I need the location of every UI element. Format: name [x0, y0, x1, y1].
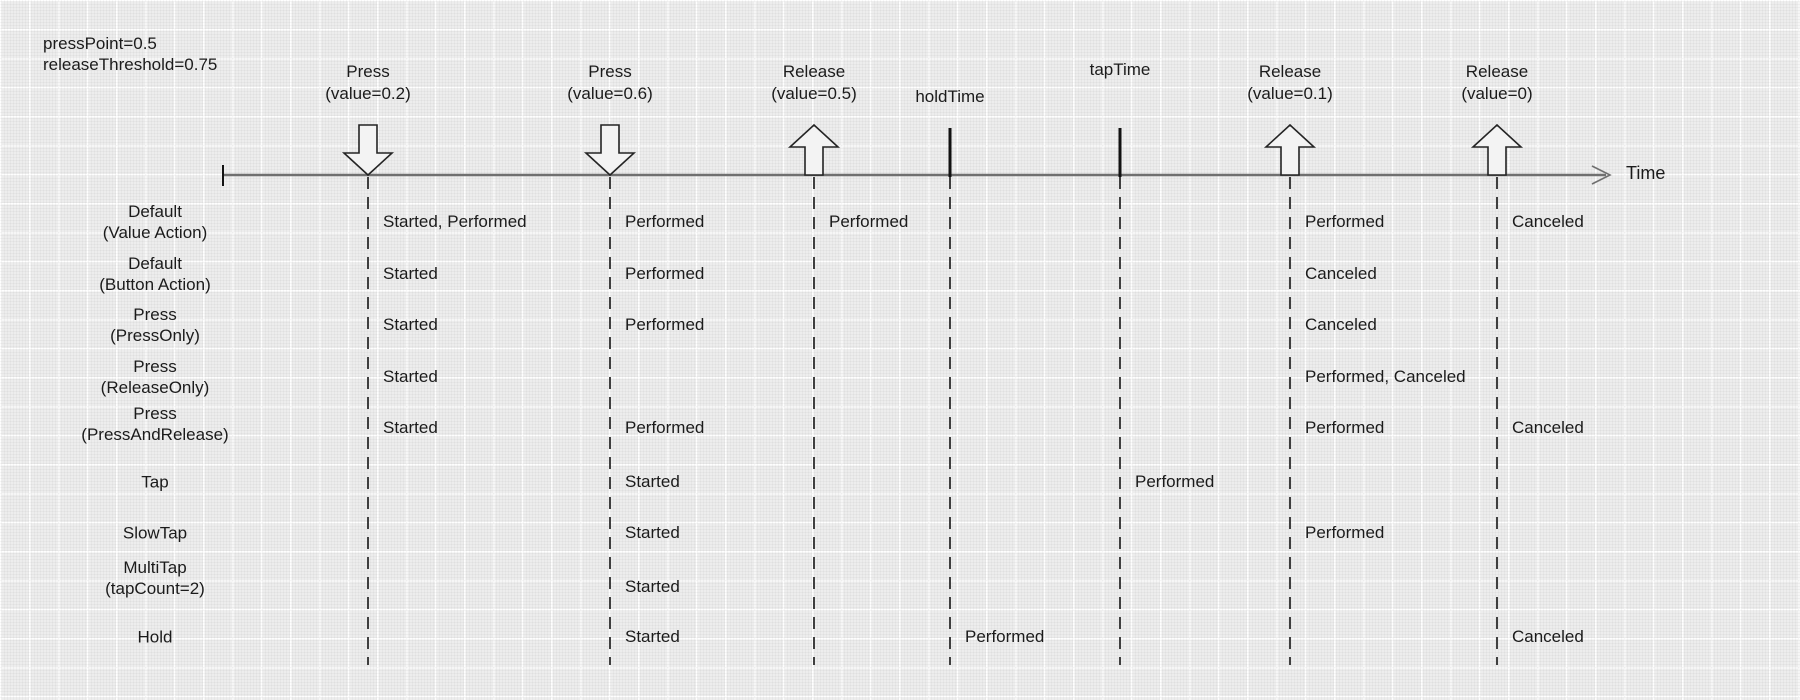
- phase-cell-hold-holdTime: Performed: [965, 627, 1045, 646]
- event-label-line: (value=0): [1461, 84, 1533, 103]
- row-label-default-button-action: Default (Button Action): [20, 253, 290, 295]
- release-up-arrow-icon: [787, 123, 841, 176]
- phase-cell-tap-press-value-0.6: Started: [625, 472, 680, 491]
- event-label-holdTime: holdTime: [915, 86, 984, 108]
- event-label-line: (value=0.6): [567, 84, 653, 103]
- event-label-line: tapTime: [1089, 60, 1151, 79]
- release-up-arrow-icon: [1263, 123, 1317, 176]
- row-label-press-pressonly: Press (PressOnly): [20, 304, 290, 346]
- row-label-default-value-action: Default (Value Action): [20, 201, 290, 243]
- event-label-line: Press: [346, 62, 390, 81]
- row-label-line: Tap: [141, 472, 169, 492]
- phase-cell-press-pressandrelease-release-value-0.1: Performed: [1305, 418, 1385, 437]
- press-down-arrow-icon: [583, 124, 637, 177]
- row-label-line: Default: [128, 202, 182, 221]
- param-press-point: pressPoint=0.5: [43, 34, 157, 53]
- event-label-release-value-0.5: Release (value=0.5): [771, 61, 857, 105]
- row-label-line: Press: [133, 305, 177, 324]
- row-label-press-releaseonly: Press (ReleaseOnly): [20, 356, 290, 398]
- row-label-tap: Tap: [20, 472, 290, 493]
- row-label-multitap: MultiTap (tapCount=2): [20, 557, 290, 599]
- row-label-line: Press: [133, 404, 177, 423]
- event-label-release-value-0.1: Release (value=0.1): [1247, 61, 1333, 105]
- release-up-arrow-icon: [1470, 123, 1524, 176]
- time-axis-arrowhead-icon: [1591, 165, 1612, 185]
- event-guideline-release-value-0.5: [813, 177, 815, 665]
- row-label-line: MultiTap: [123, 558, 187, 577]
- event-label-line: Release: [1465, 62, 1529, 81]
- phase-cell-tap-tapTime: Performed: [1135, 472, 1215, 491]
- event-guideline-holdTime: [949, 177, 951, 665]
- phase-cell-default-value-action-release-value-0.5: Performed: [829, 212, 909, 231]
- event-label-line: (value=0.2): [325, 84, 411, 103]
- event-guideline-press-value-0.6: [609, 177, 611, 665]
- phase-cell-press-pressonly-release-value-0.1: Canceled: [1305, 315, 1377, 334]
- row-label-line: (PressOnly): [110, 326, 200, 345]
- event-label-line: (value=0.1): [1247, 84, 1333, 103]
- row-label-line: (Value Action): [102, 223, 208, 242]
- phase-cell-press-pressandrelease-release-value-0: Canceled: [1512, 418, 1584, 437]
- phase-cell-default-button-action-press-value-0.6: Performed: [625, 264, 705, 283]
- row-label-line: Default: [128, 254, 182, 273]
- phase-cell-default-value-action-release-value-0: Canceled: [1512, 212, 1584, 231]
- row-label-line: (tapCount=2): [105, 579, 205, 598]
- phase-cell-press-pressonly-press-value-0.2: Started: [383, 315, 438, 334]
- event-label-line: Press: [588, 62, 632, 81]
- row-label-line: (ReleaseOnly): [100, 378, 210, 397]
- phase-cell-press-pressonly-press-value-0.6: Performed: [625, 315, 705, 334]
- time-axis-label: Time: [1626, 163, 1666, 183]
- phase-cell-press-releaseonly-release-value-0.1: Performed, Canceled: [1305, 367, 1466, 386]
- press-down-arrow-icon: [341, 124, 395, 177]
- row-label-press-pressandrelease: Press (PressAndRelease): [20, 403, 290, 445]
- event-label-line: Release: [782, 62, 846, 81]
- phase-cell-press-pressandrelease-press-value-0.2: Started: [383, 418, 438, 437]
- event-label-line: Release: [1258, 62, 1322, 81]
- phase-cell-default-button-action-press-value-0.2: Started: [383, 264, 438, 283]
- event-label-line: holdTime: [915, 87, 985, 106]
- row-label-line: (Button Action): [99, 275, 211, 294]
- phase-cell-multitap-press-value-0.6: Started: [625, 577, 680, 596]
- phase-cell-default-value-action-release-value-0.1: Performed: [1305, 212, 1385, 231]
- phase-cell-default-button-action-release-value-0.1: Canceled: [1305, 264, 1377, 283]
- event-guideline-release-value-0: [1496, 177, 1498, 665]
- row-label-line: Press: [133, 357, 177, 376]
- event-label-release-value-0: Release (value=0): [1461, 61, 1532, 105]
- phase-cell-press-releaseonly-press-value-0.2: Started: [383, 367, 438, 386]
- row-label-slowtap: SlowTap: [20, 523, 290, 544]
- event-label-press-value-0.6: Press (value=0.6): [567, 61, 653, 105]
- row-label-line: SlowTap: [122, 523, 188, 543]
- param-release-threshold: releaseThreshold=0.75: [43, 55, 218, 74]
- event-guideline-tapTime: [1119, 177, 1121, 665]
- row-label-line: (PressAndRelease): [81, 425, 229, 444]
- phase-cell-hold-press-value-0.6: Started: [625, 627, 680, 646]
- event-label-tapTime: tapTime: [1090, 59, 1151, 81]
- phase-cell-default-value-action-press-value-0.6: Performed: [625, 212, 705, 231]
- event-label-press-value-0.2: Press (value=0.2): [325, 61, 411, 105]
- row-label-line: Hold: [137, 627, 173, 647]
- phase-cell-hold-release-value-0: Canceled: [1512, 627, 1584, 646]
- phase-cell-default-value-action-press-value-0.2: Started, Performed: [383, 212, 527, 231]
- row-label-hold: Hold: [20, 627, 290, 648]
- phase-cell-press-pressandrelease-press-value-0.6: Performed: [625, 418, 705, 437]
- event-guideline-release-value-0.1: [1289, 177, 1291, 665]
- parameters-block: pressPoint=0.5 releaseThreshold=0.75: [43, 33, 217, 75]
- phase-cell-slowtap-press-value-0.6: Started: [625, 523, 680, 542]
- event-label-line: (value=0.5): [771, 84, 857, 103]
- event-guideline-press-value-0.2: [367, 177, 369, 665]
- phase-cell-slowtap-release-value-0.1: Performed: [1305, 523, 1385, 542]
